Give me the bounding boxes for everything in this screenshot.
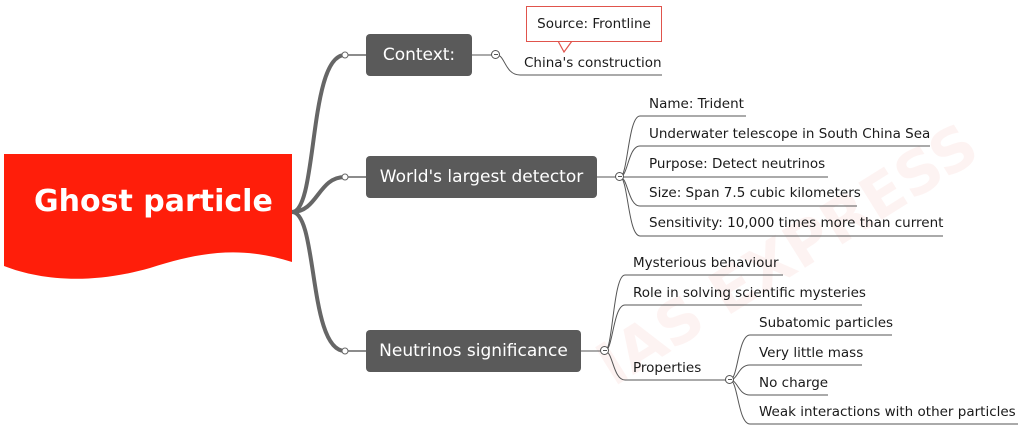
branch-neutrinos[interactable]: Neutrinos significance (366, 330, 581, 372)
list-item[interactable]: Purpose: Detect neutrinos (649, 156, 826, 172)
list-item[interactable]: Very little mass (759, 345, 864, 361)
list-item[interactable]: Weak interactions with other particles (759, 404, 1016, 420)
source-callout[interactable]: Source: Frontline (526, 6, 662, 42)
collapse-toggle-icon[interactable] (491, 50, 500, 59)
root-label[interactable]: Ghost particle (34, 184, 273, 219)
list-item[interactable]: Underwater telescope in South China Sea (649, 126, 931, 142)
branch-context-label: Context: (382, 45, 456, 65)
list-item[interactable]: Sensitivity: 10,000 times more than curr… (649, 215, 944, 231)
collapse-toggle-icon[interactable] (615, 172, 624, 181)
list-item[interactable]: No charge (759, 375, 829, 391)
list-item[interactable]: Properties (633, 360, 702, 376)
list-item[interactable]: Role in solving scientific mysteries (633, 285, 866, 301)
list-item[interactable]: Name: Trident (649, 96, 744, 112)
root-to-context (291, 53, 346, 214)
collapse-toggle-icon[interactable] (600, 346, 609, 355)
branch-detector-label: World's largest detector (379, 167, 584, 187)
root-flag (4, 154, 292, 279)
root-to-detector (291, 175, 346, 214)
source-callout-label: Source: Frontline (537, 16, 651, 32)
list-item[interactable]: Mysterious behaviour (633, 255, 779, 271)
list-item[interactable]: China's construction (524, 55, 662, 71)
collapse-toggle-icon[interactable] (725, 375, 734, 384)
list-item[interactable]: Subatomic particles (759, 315, 894, 331)
root-to-neutrinos (291, 210, 346, 353)
branch-context[interactable]: Context: (366, 34, 472, 76)
branch-neutrinos-label: Neutrinos significance (379, 341, 568, 361)
list-item[interactable]: Size: Span 7.5 cubic kilometers (649, 185, 861, 201)
branch-detector[interactable]: World's largest detector (366, 156, 597, 198)
